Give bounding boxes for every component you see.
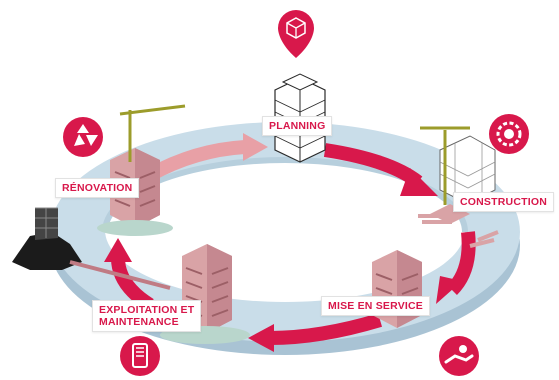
stage-label-operation: EXPLOITATION ET MAINTENANCE [92,300,202,332]
stage-label-construction: CONSTRUCTION [453,192,554,212]
hand-coin-icon [439,336,479,376]
cube-network-icon [278,10,314,58]
arrow-commissioning-to-operation [269,313,383,345]
stage-label-line: CONSTRUCTION [460,196,547,208]
stage-label-planning: PLANNING [262,116,333,136]
construction-materials [418,214,499,248]
stage-label-line: MAINTENANCE [99,316,179,328]
stage-label-commissioning: MISE EN SERVICE [321,296,430,316]
stage-label-line: MISE EN SERVICE [328,300,423,312]
stage-label-line: PLANNING [269,120,326,132]
stage-label-line: RÉNOVATION [62,182,133,194]
recycle-icon [63,117,103,157]
stage-label-line: EXPLOITATION ET [99,304,195,316]
commissioning-building [372,250,422,328]
demolition-debris [12,207,171,290]
gear-icon [489,114,529,154]
stage-label-renovation: RÉNOVATION [55,178,140,198]
smartphone-icon [120,336,160,376]
